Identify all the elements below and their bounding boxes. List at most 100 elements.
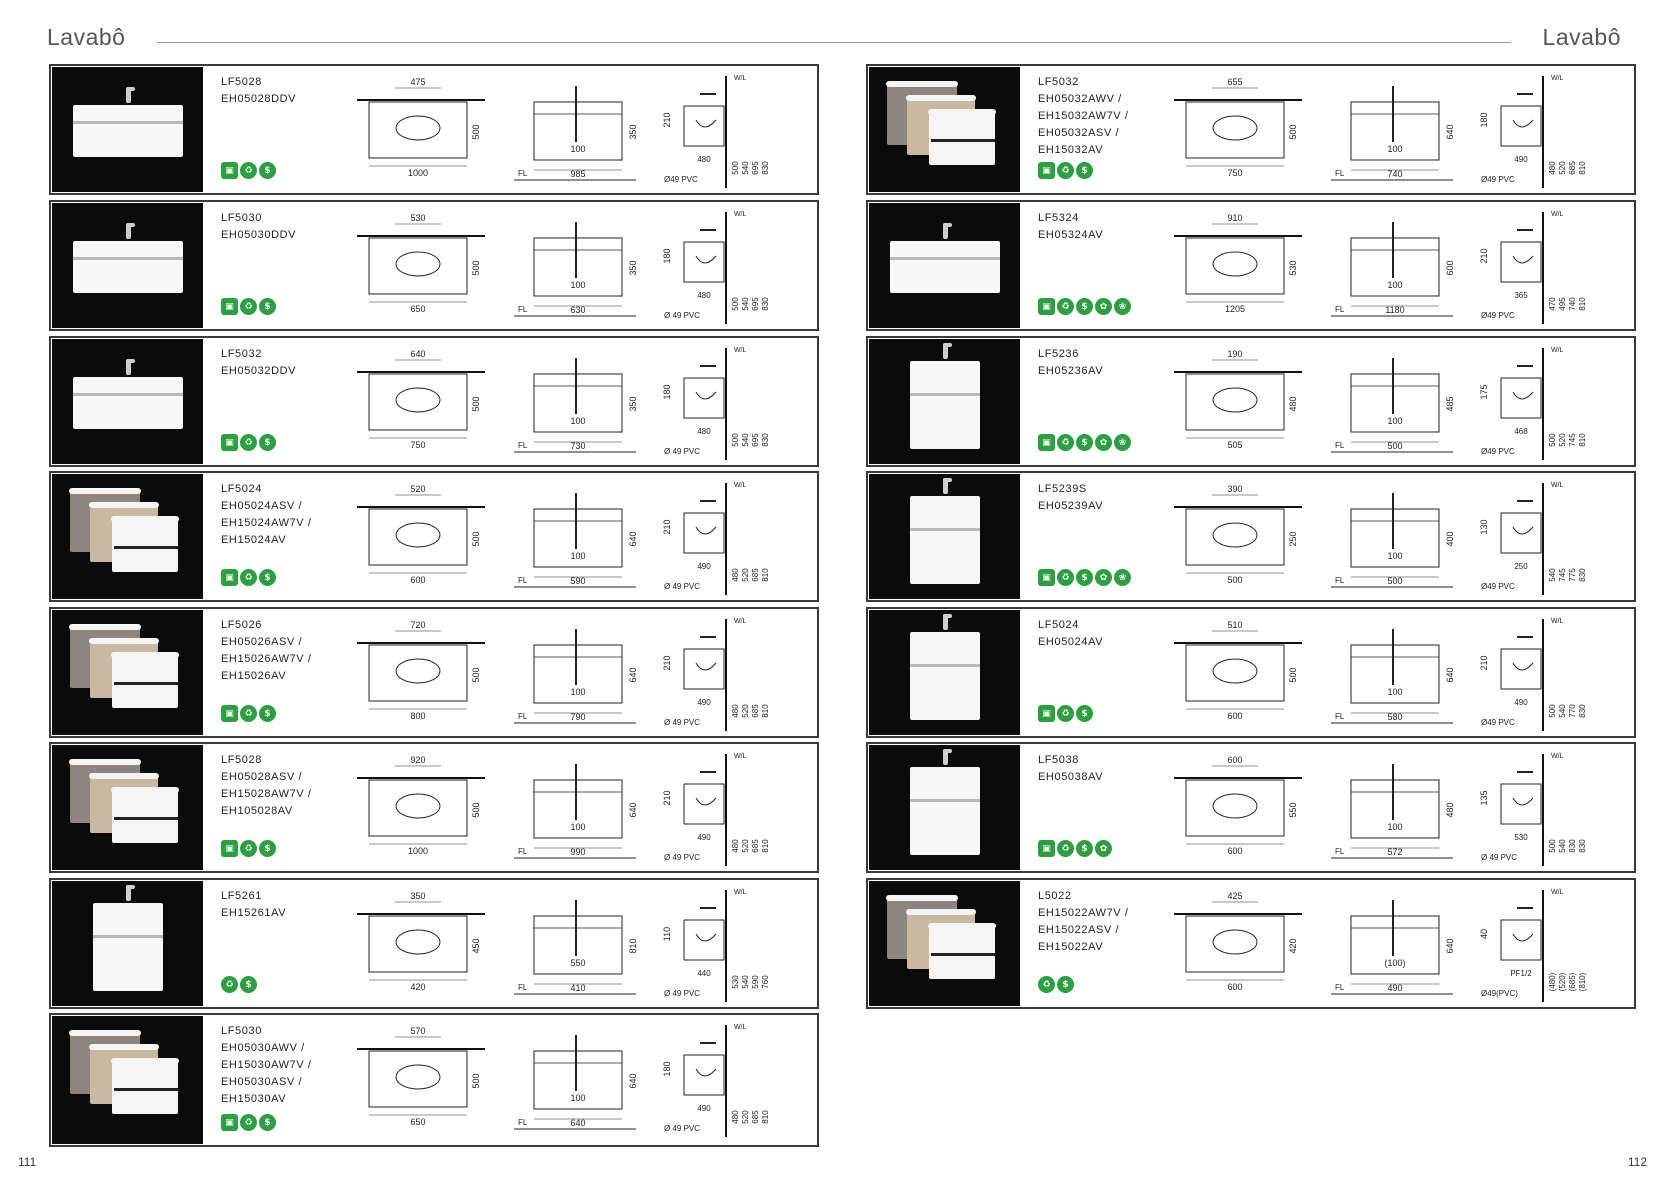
side-dim-a-label: 480 [731, 704, 740, 718]
faucet-icon [125, 885, 131, 901]
eco-badge-icon: ▣ [1038, 840, 1055, 857]
feature-badges: ▣♻$ [1038, 705, 1093, 722]
leaf-badge-icon: ♻ [240, 840, 257, 857]
side-height-label: 175 [1479, 384, 1489, 399]
model-code: LF5324 [1038, 212, 1079, 224]
side-dim-a-label: 480 [1548, 161, 1557, 175]
model-code: EH05032AWV / [1038, 93, 1122, 105]
front-width-label: 590 [570, 576, 585, 586]
basin-top-shape [111, 652, 179, 658]
pipe-label: Ø49 PVC [1481, 718, 1515, 727]
model-code: LF5028 [221, 76, 262, 88]
side-depth-label: 480 [697, 155, 711, 164]
top-depth-label: 500 [471, 396, 481, 411]
side-height-label: 210 [1479, 248, 1489, 263]
eco-badge-icon: ▣ [221, 840, 238, 857]
side-dim-a-label: 470 [1548, 297, 1557, 311]
side-dim-d-label: 760 [761, 975, 770, 989]
drawer-line [114, 817, 178, 820]
side-dim-b-label: 495 [1558, 297, 1567, 311]
product-photo [869, 610, 1020, 735]
front-width-label: 730 [570, 441, 585, 451]
front-sub-label: 100 [570, 822, 585, 832]
model-code: EH15261AV [221, 907, 287, 919]
flower-badge-icon: ✿ [1095, 298, 1112, 315]
wall-label: W/L [734, 75, 747, 82]
basin-top-shape [906, 95, 976, 101]
side-dim-c-label: 830 [1568, 839, 1577, 853]
front-sub-label: 100 [570, 416, 585, 426]
faucet-icon [942, 478, 948, 494]
front-height-label: 640 [628, 531, 638, 546]
side-dim-b-label: 520 [741, 1110, 750, 1124]
side-dim-b-label: 540 [741, 975, 750, 989]
cabinet-shape [72, 105, 183, 157]
model-code: EH05032ASV / [1038, 127, 1120, 139]
top-total-label: 600 [1227, 982, 1242, 992]
model-code: EH15022AW7V / [1038, 907, 1129, 919]
product-photo [52, 881, 203, 1006]
side-depth-label: 480 [697, 427, 711, 436]
side-dim-b-label: 520 [741, 839, 750, 853]
leaf-badge-icon: ♻ [240, 569, 257, 586]
floor-label: FL [518, 576, 528, 585]
model-code: EH05032DDV [221, 365, 297, 377]
top-width-label: 655 [1227, 77, 1242, 87]
side-dim-c-label: 695 [751, 433, 760, 447]
basin-top-shape [89, 502, 159, 508]
wall-label: W/L [1551, 347, 1564, 354]
front-sub-label: (100) [1384, 958, 1405, 968]
model-code: EH05028DDV [221, 93, 297, 105]
model-code: LF5239S [1038, 483, 1087, 495]
floor-label: FL [518, 441, 528, 450]
top-depth-label: 450 [471, 938, 481, 953]
top-total-label: 500 [1227, 575, 1242, 585]
drawer-line [931, 139, 995, 142]
cabinet-shape [72, 377, 183, 429]
faucet-spout-icon [125, 885, 135, 889]
wall-label: W/L [1551, 889, 1564, 896]
drawer-line [931, 953, 995, 956]
front-width-label: 500 [1387, 576, 1402, 586]
pipe-label: Ø49 PVC [1481, 175, 1515, 184]
wall-label: W/L [734, 1024, 747, 1031]
model-code: EH05024AV [1038, 636, 1104, 648]
model-code: EH15024AW7V / [221, 517, 312, 529]
wall-label: W/L [734, 347, 747, 354]
model-code: EH05026ASV / [221, 636, 303, 648]
front-sub-label: 550 [570, 958, 585, 968]
side-dim-d-label: 810 [1578, 297, 1587, 311]
model-code: LF5030 [221, 212, 262, 224]
eco-badge-icon: ▣ [221, 705, 238, 722]
front-height-label: 810 [628, 938, 638, 953]
pipe-label: Ø49(PVC) [1481, 989, 1518, 998]
floor-label: FL [518, 1118, 528, 1127]
feature-badges: ▣♻$ [221, 569, 276, 586]
side-depth-label: 250 [1514, 562, 1528, 571]
side-dim-c-label: 685 [1568, 161, 1577, 175]
front-sub-label: 100 [570, 687, 585, 697]
dollar-badge-icon: $ [240, 976, 257, 993]
side-dim-d-label: 830 [1578, 839, 1587, 853]
drawer-line [114, 546, 178, 549]
leaf-badge-icon: ♻ [1057, 705, 1074, 722]
dollar-badge-icon: $ [259, 162, 276, 179]
front-width-label: 580 [1387, 712, 1402, 722]
top-width-label: 920 [410, 755, 425, 765]
eco-badge-icon: ▣ [221, 569, 238, 586]
front-height-label: 350 [628, 260, 638, 275]
